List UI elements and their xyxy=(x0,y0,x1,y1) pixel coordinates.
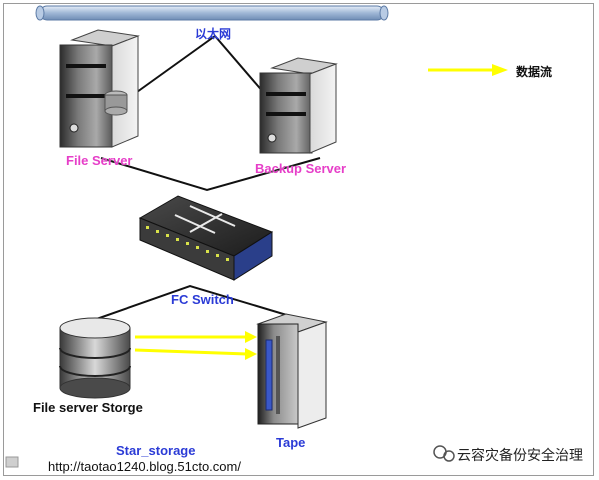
data-flow-arrow xyxy=(135,331,257,343)
watermark-text: 云容灾备份安全治理 xyxy=(457,448,583,464)
data-flow-arrows xyxy=(134,331,257,360)
ethernet-link-file-server xyxy=(136,35,216,93)
ethernet-label: 以太网 xyxy=(195,27,232,41)
source-url: http://taotao1240.blog.51cto.com/ xyxy=(48,459,241,474)
data-flow-arrow xyxy=(134,348,257,360)
legend-arrow xyxy=(428,64,508,76)
backup-server-icon xyxy=(259,57,338,154)
file-server-label: File Server xyxy=(66,153,133,168)
fc-switch-label: FC Switch xyxy=(171,292,234,307)
ethernet-bus xyxy=(35,5,389,21)
fc-link-servers xyxy=(100,157,321,192)
watermark-logo-icon xyxy=(5,456,19,468)
storage-disk-icon xyxy=(59,317,131,399)
wechat-icon xyxy=(433,445,455,462)
file-server-icon xyxy=(59,29,140,148)
tape-label: Tape xyxy=(276,435,306,450)
diagram-frame xyxy=(3,3,594,476)
fc-switch-icon xyxy=(138,195,274,281)
storage-label: File server Storge xyxy=(33,400,143,415)
tape-icon xyxy=(256,313,328,429)
backup-server-label: Backup Server xyxy=(255,161,347,176)
fc-link-storage xyxy=(87,284,291,323)
caption: Star_storage xyxy=(116,443,196,458)
legend-label: 数据流 xyxy=(516,65,553,79)
